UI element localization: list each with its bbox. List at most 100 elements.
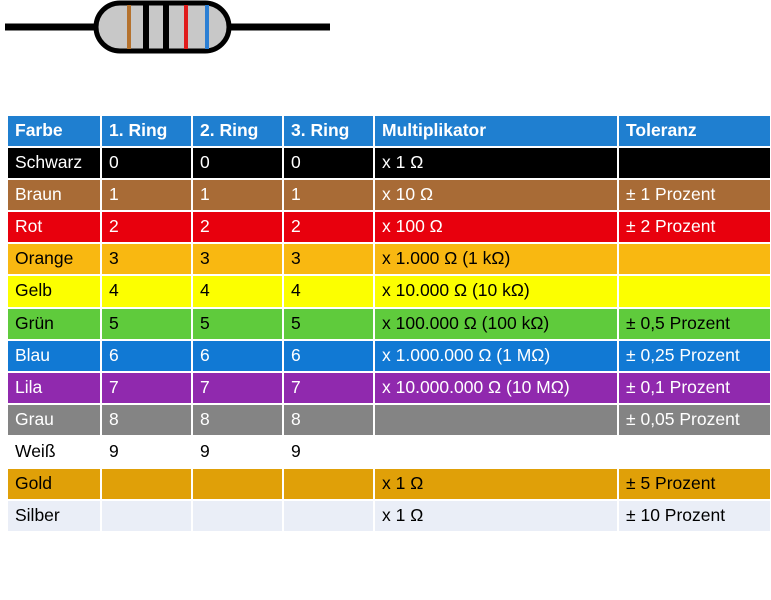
cell-multiplikator: x 10.000 Ω (10 kΩ): [375, 276, 617, 307]
column-header-toleranz: Toleranz: [619, 116, 770, 147]
cell-ring1: 8: [102, 404, 191, 435]
column-header-farbe: Farbe: [8, 116, 100, 147]
resistor-band-group: [127, 5, 209, 49]
cell-ring1: 0: [102, 148, 191, 179]
cell-toleranz: [619, 276, 770, 307]
cell-toleranz: ± 0,05 Prozent: [619, 404, 770, 435]
resistor-svg: [5, 0, 330, 54]
cell-multiplikator: x 100 Ω: [375, 212, 617, 243]
cell-ring1: 7: [102, 372, 191, 403]
cell-multiplikator: x 1.000.000 Ω (1 MΩ): [375, 340, 617, 371]
cell-ring3: 5: [284, 308, 373, 339]
cell-ring1: 5: [102, 308, 191, 339]
cell-multiplikator: x 1.000 Ω (1 kΩ): [375, 244, 617, 275]
cell-ring2: 3: [193, 244, 282, 275]
cell-toleranz: ± 5 Prozent: [619, 469, 770, 500]
cell-ring2: 0: [193, 148, 282, 179]
cell-ring3: 2: [284, 212, 373, 243]
cell-farbe: Weiß: [8, 436, 100, 468]
cell-multiplikator: x 1 Ω: [375, 148, 617, 179]
band-2-black-icon: [143, 5, 149, 49]
cell-toleranz: [619, 244, 770, 275]
cell-ring3: 6: [284, 340, 373, 371]
cell-toleranz: ± 10 Prozent: [619, 501, 770, 532]
cell-multiplikator: x 10.000.000 Ω (10 MΩ): [375, 372, 617, 403]
cell-ring1: [102, 501, 191, 532]
cell-ring1: 1: [102, 180, 191, 211]
cell-farbe: Schwarz: [8, 148, 100, 179]
cell-toleranz: ± 2 Prozent: [619, 212, 770, 243]
column-header-ring1: 1. Ring: [102, 116, 191, 147]
cell-ring2: [193, 469, 282, 500]
cell-farbe: Rot: [8, 212, 100, 243]
cell-ring3: 0: [284, 148, 373, 179]
cell-ring1: 4: [102, 276, 191, 307]
cell-ring1: [102, 469, 191, 500]
cell-ring2: 6: [193, 340, 282, 371]
cell-farbe: Braun: [8, 180, 100, 211]
cell-ring1: 3: [102, 244, 191, 275]
resistor-diagram: [0, 0, 771, 60]
cell-farbe: Lila: [8, 372, 100, 403]
cell-toleranz: [619, 436, 770, 468]
cell-ring3: 4: [284, 276, 373, 307]
band-4-red-icon: [184, 5, 188, 49]
cell-farbe: Gelb: [8, 276, 100, 307]
column-header-ring3: 3. Ring: [284, 116, 373, 147]
cell-ring1: 2: [102, 212, 191, 243]
cell-toleranz: [619, 148, 770, 179]
cell-multiplikator: [375, 436, 617, 468]
cell-farbe: Silber: [8, 501, 100, 532]
cell-ring2: 5: [193, 308, 282, 339]
cell-ring3: 9: [284, 436, 373, 468]
cell-ring2: 1: [193, 180, 282, 211]
resistor-color-code-table: Farbe 1. Ring 2. Ring 3. Ring Multiplika…: [6, 114, 771, 533]
cell-farbe: Grau: [8, 404, 100, 435]
cell-ring3: [284, 501, 373, 532]
resistor-body: [93, 0, 232, 54]
cell-toleranz: ± 0,25 Prozent: [619, 340, 770, 371]
cell-ring3: 3: [284, 244, 373, 275]
cell-multiplikator: x 10 Ω: [375, 180, 617, 211]
band-5-blue-icon: [205, 5, 209, 49]
cell-toleranz: ± 0,1 Prozent: [619, 372, 770, 403]
cell-ring1: 6: [102, 340, 191, 371]
cell-ring2: 9: [193, 436, 282, 468]
band-1-brown-icon: [127, 5, 131, 49]
cell-ring2: 2: [193, 212, 282, 243]
cell-ring2: 7: [193, 372, 282, 403]
cell-farbe: Gold: [8, 469, 100, 500]
table-header-row: Farbe 1. Ring 2. Ring 3. Ring Multiplika…: [8, 116, 770, 147]
cell-ring1: 9: [102, 436, 191, 468]
cell-multiplikator: [375, 404, 617, 435]
cell-ring3: 8: [284, 404, 373, 435]
cell-farbe: Blau: [8, 340, 100, 371]
cell-ring3: 7: [284, 372, 373, 403]
cell-ring2: [193, 501, 282, 532]
column-header-ring2: 2. Ring: [193, 116, 282, 147]
cell-toleranz: ± 1 Prozent: [619, 180, 770, 211]
cell-multiplikator: x 1 Ω: [375, 501, 617, 532]
cell-ring2: 4: [193, 276, 282, 307]
cell-farbe: Grün: [8, 308, 100, 339]
column-header-multiplikator: Multiplikator: [375, 116, 617, 147]
cell-ring3: [284, 469, 373, 500]
cell-ring3: 1: [284, 180, 373, 211]
cell-toleranz: ± 0,5 Prozent: [619, 308, 770, 339]
table-row: Gold x 1 Ω± 5 Prozent: [8, 469, 770, 500]
cell-multiplikator: x 100.000 Ω (100 kΩ): [375, 308, 617, 339]
cell-ring2: 8: [193, 404, 282, 435]
cell-farbe: Orange: [8, 244, 100, 275]
cell-multiplikator: x 1 Ω: [375, 469, 617, 500]
